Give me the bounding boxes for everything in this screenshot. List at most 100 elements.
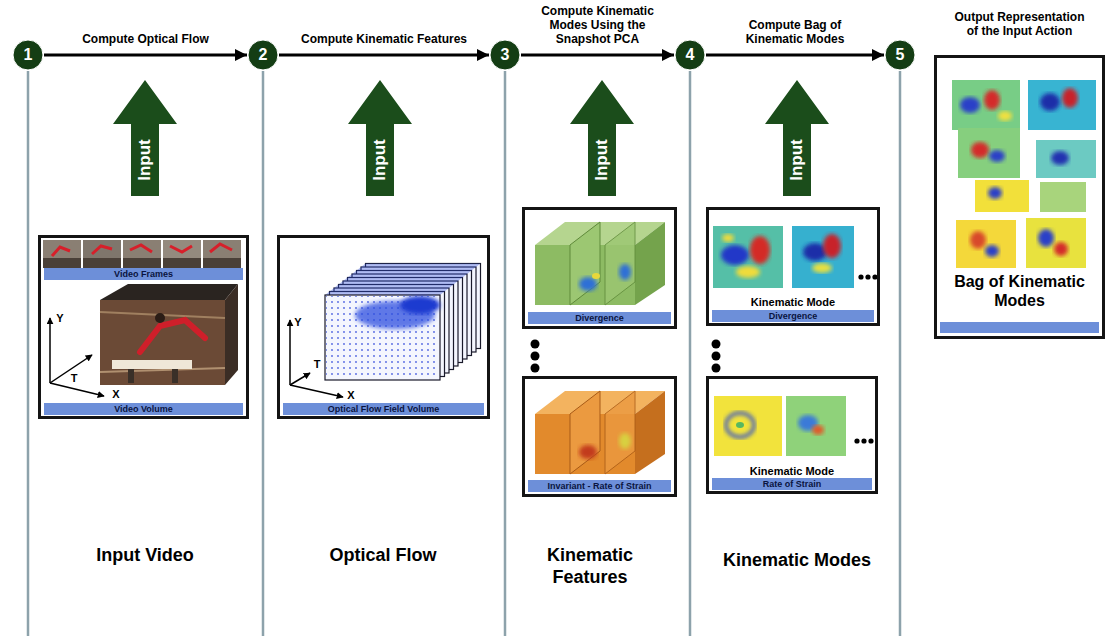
- mode-heatmap: [714, 396, 782, 456]
- column-line: [504, 71, 507, 636]
- mode-heatmap: [1028, 80, 1096, 130]
- heatmap-blob: [998, 111, 1012, 121]
- heatmap-blob: [984, 90, 1000, 110]
- step-number: 5: [884, 39, 916, 71]
- video-frame: [203, 240, 241, 268]
- heatmap-blob: [722, 234, 734, 242]
- step-circle-fill: [490, 40, 520, 70]
- caption-strip: Video Volume: [44, 403, 243, 415]
- caption-strip: Divergence: [712, 310, 874, 322]
- flow-frame: [325, 295, 440, 380]
- step-circle: 3: [489, 39, 521, 71]
- heatmap-ring: [726, 413, 754, 437]
- feature-blob: [619, 264, 631, 280]
- heatmap-blob: [1038, 229, 1054, 247]
- input-label: Input: [788, 128, 806, 192]
- heatmap-blob: [812, 425, 824, 435]
- step-label: Compute Bag of Kinematic Modes: [725, 18, 865, 46]
- step-circle-fill: [675, 40, 705, 70]
- video-frame-floor: [43, 258, 81, 268]
- video-frame: [43, 240, 81, 268]
- step-circle-fill: [13, 40, 43, 70]
- axis-line: [289, 320, 291, 385]
- video-frame: [123, 240, 161, 268]
- feature-volume-side: [635, 222, 665, 305]
- heatmap-blob: [1051, 151, 1069, 165]
- input-arrow: Input: [113, 80, 177, 196]
- ellipsis-dot: [712, 364, 721, 373]
- caption-strip: Invariant - Rate of Strain: [528, 480, 671, 492]
- flow-blob: [400, 296, 440, 314]
- ellipsis-dot: [854, 438, 859, 443]
- feature-slice: [570, 222, 600, 305]
- mode-heatmap: [952, 80, 1020, 130]
- video-frame: [163, 240, 201, 268]
- axis-label: Y: [53, 312, 67, 325]
- input-arrow-fill: [570, 80, 634, 196]
- output-title: Bag of Kinematic Modes: [947, 272, 1092, 310]
- mode-heatmap: [1036, 140, 1096, 178]
- illustration-box: Divergence: [522, 207, 677, 329]
- feature-slice: [605, 391, 635, 474]
- column-title: Kinematic Features: [515, 544, 665, 588]
- output-box: Output Representation of the Input Actio…: [934, 55, 1105, 339]
- flow-vectors: [326, 296, 439, 379]
- mode-heatmap: [1040, 182, 1086, 212]
- step-label: Compute Kinematic Modes Using the Snapsh…: [528, 4, 668, 46]
- axis-label: Y: [291, 316, 305, 329]
- step-circle: 4: [674, 39, 706, 71]
- heatmap-blob: [989, 150, 1005, 162]
- mode-heatmap: [956, 220, 1016, 268]
- ellipsis-dot: [872, 274, 877, 279]
- feature-blob: [619, 433, 631, 449]
- caption-strip: Optical Flow Field Volume: [283, 403, 484, 415]
- input-arrow: Input: [765, 80, 829, 196]
- mode-heatmap: [975, 180, 1029, 212]
- mode-heatmap: [792, 226, 854, 288]
- ellipsis-dot: [868, 438, 873, 443]
- output-heading: Output Representation of the Input Actio…: [952, 10, 1087, 38]
- illustration-box: Optical Flow Field Volume: [277, 235, 490, 419]
- mode-caption: Kinematic Mode: [709, 296, 877, 309]
- feature-volume-side: [635, 391, 665, 474]
- video-frame-floor: [83, 258, 121, 268]
- video-frame-floor: [203, 258, 241, 268]
- ellipsis-dot: [531, 352, 540, 361]
- heatmap-blob: [1054, 242, 1068, 256]
- caption-strip: Divergence: [528, 312, 671, 324]
- video-frame-floor: [123, 258, 161, 268]
- axis-line: [290, 373, 310, 385]
- heatmap-blob: [1062, 88, 1078, 108]
- step-label: Compute Kinematic Features: [279, 32, 489, 46]
- column-line: [689, 71, 692, 636]
- column-line: [899, 71, 902, 636]
- ellipsis-dot: [861, 438, 866, 443]
- step-number: 4: [674, 39, 706, 71]
- axis-label: T: [67, 372, 81, 385]
- input-label: Input: [371, 128, 389, 192]
- caption-strip: [940, 322, 1099, 333]
- step-label: Compute Optical Flow: [46, 32, 246, 46]
- axis-line: [49, 318, 51, 383]
- volume-side: [225, 284, 238, 385]
- column-line: [27, 71, 30, 636]
- column-title: Kinematic Modes: [710, 549, 885, 571]
- heatmap-blob: [988, 187, 1002, 199]
- heatmap-blob: [1040, 93, 1060, 111]
- input-arrow-fill: [765, 80, 829, 196]
- axis-line: [290, 385, 343, 397]
- axis-label: X: [109, 388, 123, 401]
- feature-blob: [592, 273, 600, 279]
- mode-heatmap: [713, 226, 783, 288]
- heatmap-blob: [736, 266, 760, 278]
- heatmap-blob: [823, 234, 841, 258]
- flow-arrow: [279, 54, 489, 57]
- column-line: [262, 71, 265, 636]
- heatmap-blob: [985, 245, 999, 257]
- step-number: 2: [247, 39, 279, 71]
- step-circle: 2: [247, 39, 279, 71]
- ellipsis-dot: [531, 340, 540, 349]
- flow-arrow: [44, 54, 247, 57]
